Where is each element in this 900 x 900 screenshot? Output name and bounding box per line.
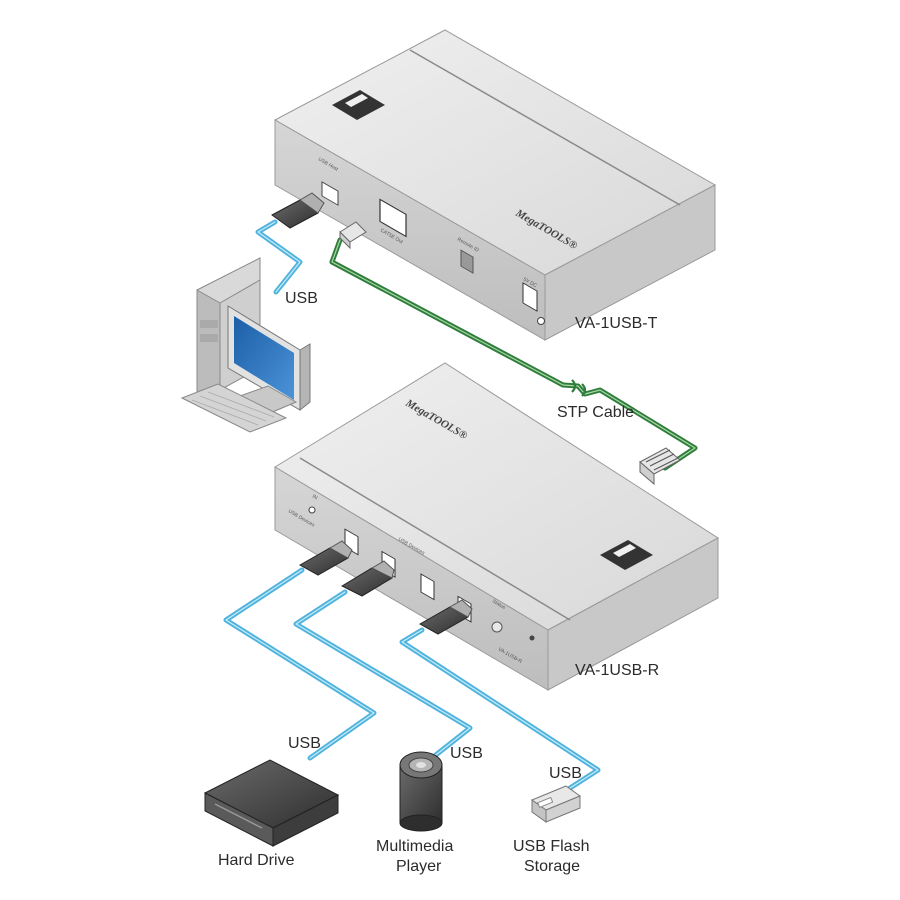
transmitter-top-seam: [409, 49, 681, 206]
usb-label-hard-drive: USB: [288, 735, 321, 752]
flash-label-line2: Storage: [524, 858, 580, 875]
cables: [223, 219, 698, 791]
transmitter-logo: [332, 90, 385, 120]
dc-power-jack: [522, 282, 538, 312]
usb-plug-computer: [271, 192, 325, 229]
status-led: [529, 635, 535, 641]
receiver-unit: MegaTOOLS® USB Devices USB Devices Statu…: [274, 362, 719, 691]
usb-label-flash: USB: [549, 765, 582, 782]
multimedia-label-line2: Player: [396, 858, 442, 875]
multimedia-label-line1: Multimedia: [376, 838, 453, 855]
transmitter-model-label: VA-1USB-T: [575, 315, 658, 332]
transmitter-unit: MegaTOOLS® USB Host CAT5E Out Remote ID …: [273, 29, 717, 341]
rj45-plug-receiver: [639, 447, 681, 486]
status-led: [537, 317, 545, 325]
computer-icon: [180, 257, 311, 433]
usb-cable-hard-drive: [223, 567, 377, 761]
multimedia-player-icon: [399, 751, 443, 832]
in-led: [308, 506, 316, 514]
receiver-side: [547, 537, 719, 691]
remote-id-switch: [460, 249, 474, 274]
cat5e-out-port: [379, 198, 407, 238]
keyboard: [180, 383, 288, 433]
hard-drive-icon: [203, 759, 340, 847]
port-label-in: IN: [311, 494, 319, 502]
status-button: [491, 621, 503, 633]
drive-bay: [200, 334, 218, 342]
usb-port-3: [420, 573, 435, 601]
usb-label-multimedia: USB: [450, 745, 483, 762]
receiver-model-label: VA-1USB-R: [575, 662, 659, 679]
usb-flash-icon: [530, 785, 582, 823]
flash-label-line1: USB Flash: [513, 838, 589, 855]
receiver-logo: [600, 540, 653, 570]
rj45-plug-transmitter: [339, 221, 367, 250]
usb-host-port: [321, 181, 339, 206]
stp-cable-tie: [571, 379, 587, 397]
receiver-top-seam: [299, 457, 571, 621]
hard-drive-label: Hard Drive: [218, 852, 295, 869]
usb-label-computer: USB: [285, 290, 318, 307]
transmitter-side: [544, 184, 716, 341]
usb-plug-receiver-1: [298, 540, 353, 576]
stp-cable-label: STP Cable: [557, 404, 634, 421]
usb-plug-receiver-3: [418, 599, 473, 635]
usb-plug-receiver-2: [340, 560, 395, 597]
monitor-screen: [234, 316, 294, 400]
drive-bay: [200, 320, 218, 328]
